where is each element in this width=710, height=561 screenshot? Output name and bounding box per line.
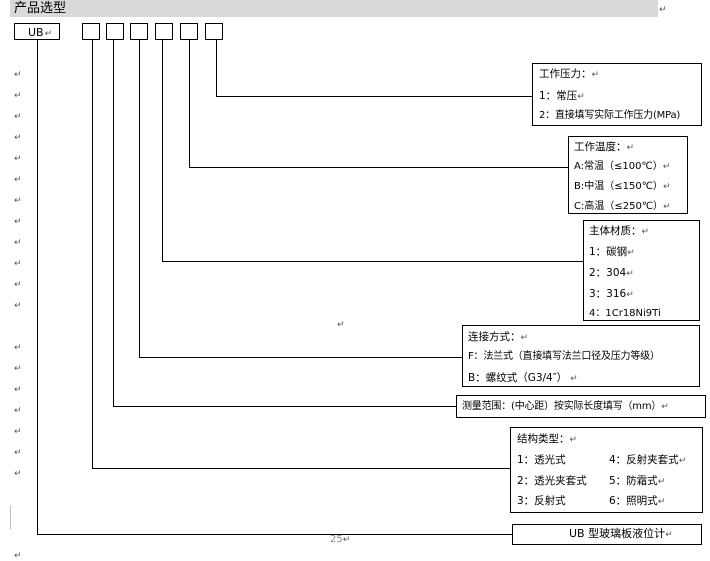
product-name: UB 型玻璃板液位计 <box>569 527 666 540</box>
paragraph-mark: ↵ <box>14 406 22 416</box>
paragraph-mark: ↵ <box>14 112 22 122</box>
paragraph-mark: ↵ <box>14 196 22 206</box>
connector-line <box>216 96 532 97</box>
connection-panel: 连接方式：↵ F：法兰式（直接填写法兰口径及压力等级） B：螺纹式（G3/4″）… <box>462 325 700 387</box>
connector-line <box>92 40 93 468</box>
paragraph-mark: ↵ <box>14 343 22 353</box>
paragraph-mark: ↵ <box>14 91 22 101</box>
paragraph-mark: ↵ <box>14 551 22 561</box>
connector-line <box>162 40 163 261</box>
body-material-option: 3：316 <box>589 288 627 300</box>
connector-line <box>92 468 510 469</box>
working-temperature-title: 工作温度： <box>574 141 627 153</box>
structure-type-title: 结构类型： <box>517 433 570 445</box>
paragraph-mark: ↵ <box>14 448 22 458</box>
connector-line <box>37 534 512 535</box>
connector-line <box>162 261 583 262</box>
code-slot-temperature <box>180 23 198 40</box>
paragraph-mark: ↵ <box>14 217 22 227</box>
working-pressure-option: 1：常压 <box>539 90 578 102</box>
body-material-panel: 主体材质：↵ 1：碳钢↵ 2：304↵ 3：316↵ 4：1Cr18Ni9Ti <box>583 220 700 321</box>
working-temperature-option: C:高温（≤250℃） <box>574 201 664 212</box>
paragraph-mark: ↵ <box>14 175 22 185</box>
paragraph-mark: ↵ <box>14 259 22 269</box>
working-temperature-option: A:常温（≤100℃） <box>574 161 663 172</box>
connector-line <box>189 167 568 168</box>
structure-type-option: 5：防霜式 <box>609 475 658 487</box>
code-slot-structure <box>82 23 100 40</box>
code-slot-pressure <box>205 23 223 40</box>
page-edge <box>10 505 11 529</box>
body-material-option: 2：304 <box>589 267 627 279</box>
code-slot-connection <box>130 23 148 40</box>
connector-line <box>189 40 190 167</box>
working-temperature-option: B:中温（≤150℃） <box>574 181 663 192</box>
code-slot-range <box>106 23 124 40</box>
paragraph-mark: ↵ <box>14 364 22 374</box>
connection-title: 连接方式： <box>468 331 521 343</box>
connector-line <box>139 40 140 357</box>
connector-line <box>216 40 217 96</box>
paragraph-mark: ↵ <box>14 427 22 437</box>
page-number: 25↵ <box>330 534 351 545</box>
connector-line <box>113 406 456 407</box>
structure-type-option: 6：照明式 <box>609 495 658 507</box>
structure-type-option: 1：透光式 <box>517 454 566 466</box>
connector-line <box>37 40 38 534</box>
paragraph-mark: ↵ <box>14 280 22 290</box>
connector-line <box>139 357 462 358</box>
structure-type-option: 2：透光夹套式 <box>517 475 587 487</box>
paragraph-mark: ↵ <box>659 5 667 15</box>
body-material-title: 主体材质： <box>589 225 642 237</box>
connection-option: F：法兰式（直接填写法兰口径及压力等级） <box>468 351 660 362</box>
measuring-range-panel: 测量范围：(中心距）按实际长度填写（mm）↵ <box>456 395 706 418</box>
page-title: 产品选型 <box>14 1 67 16</box>
structure-type-option: 4：反射夹套式 <box>609 454 679 466</box>
measuring-range-title: 测量范围：(中心距）按实际长度填写（mm） <box>462 401 662 412</box>
model-prefix-box: UB↵ <box>14 23 60 40</box>
paragraph-mark: ↵ <box>14 301 22 311</box>
structure-type-option: 3：反射式 <box>517 495 566 507</box>
working-pressure-panel: 工作压力：↵ 1：常压↵ 2：直接填写实际工作压力(MPa) <box>532 63 702 126</box>
product-name-panel: UB 型玻璃板液位计↵ <box>512 524 702 545</box>
model-prefix: UB↵ <box>28 26 53 39</box>
working-pressure-title: 工作压力： <box>539 68 592 80</box>
paragraph-mark: ↵ <box>337 320 345 330</box>
header-bar <box>10 0 658 17</box>
paragraph-mark: ↵ <box>14 154 22 164</box>
working-temperature-panel: 工作温度：↵ A:常温（≤100℃）↵ B:中温（≤150℃）↵ C:高温（≤2… <box>568 136 688 214</box>
paragraph-mark: ↵ <box>14 70 22 80</box>
paragraph-mark: ↵ <box>14 238 22 248</box>
paragraph-mark: ↵ <box>14 469 22 479</box>
body-material-option: 4：1Cr18Ni9Ti <box>589 308 661 319</box>
connector-line <box>113 40 114 406</box>
code-slot-material <box>155 23 173 40</box>
connection-option: B：螺纹式（G3/4″） <box>468 372 568 384</box>
structure-type-panel: 结构类型：↵ 1：透光式 4：反射夹套式↵ 2：透光夹套式 5：防霜式↵ 3：反… <box>510 427 703 513</box>
paragraph-mark: ↵ <box>14 385 22 395</box>
body-material-option: 1：碳钢 <box>589 246 628 258</box>
working-pressure-option: 2：直接填写实际工作压力(MPa) <box>539 110 681 121</box>
paragraph-mark: ↵ <box>14 133 22 143</box>
